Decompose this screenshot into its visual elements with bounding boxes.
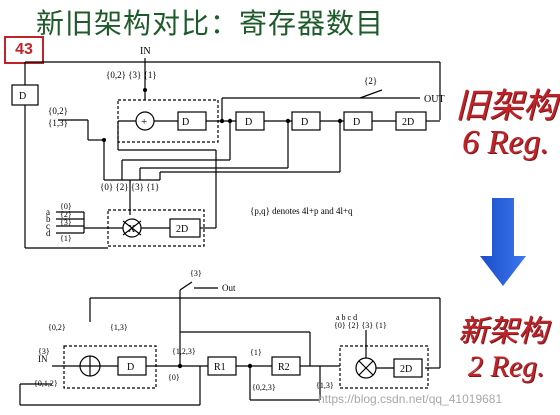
new-register-count: 2 Reg. <box>468 350 545 383</box>
old-input-c: c <box>46 221 50 231</box>
new-tag-012: {0,1,2} <box>34 379 58 388</box>
new-out-tag: {3} <box>190 269 202 278</box>
new-tag-02: {0,2} <box>48 323 66 332</box>
old-reg-left-label: D <box>19 91 26 102</box>
old-input-b: b <box>46 214 51 224</box>
old-out-label: OUT <box>424 94 445 105</box>
old-adder-symbol: + <box>141 116 147 128</box>
slide-number-badge: 43 <box>4 36 44 64</box>
old-reg-2: D <box>245 117 252 128</box>
new-abcd-tags: {0} {2} {3} {1} <box>334 321 387 330</box>
new-reg-2d: 2D <box>400 364 412 375</box>
old-in-label: IN <box>140 46 151 57</box>
old-input-d: d <box>46 228 51 238</box>
old-reg-4: D <box>353 117 360 128</box>
arrow-down-icon <box>480 198 526 286</box>
old-register-count: 6 Reg. <box>462 124 549 161</box>
new-reg-r2: R2 <box>278 362 290 373</box>
old-architecture-label: 旧架构 <box>455 88 557 125</box>
new-tag-0: {0} <box>168 373 180 382</box>
new-reg-r1: R1 <box>214 362 226 373</box>
old-input-b-tag: {2} <box>60 210 72 219</box>
new-abcd-names: a b c d <box>336 313 357 322</box>
new-out-label: Out <box>222 283 236 293</box>
old-note: {p,q} denotes 4l+p and 4l+q <box>250 206 353 216</box>
old-out-tag: {2} <box>364 76 377 86</box>
new-tag-123: {1,2,3} <box>172 347 196 356</box>
new-tag-13b: {1,3} <box>316 381 334 390</box>
old-coef-tag-02: {0,2} <box>48 106 68 116</box>
old-reg-3: D <box>301 117 308 128</box>
new-architecture-label: 新架构 <box>458 315 548 348</box>
new-tag-13: {1,3} <box>110 323 128 332</box>
watermark: https://blog.csdn.net/qq_41019681 <box>318 392 503 406</box>
old-reg-1: D <box>182 117 189 128</box>
old-input-d-tag: {1} <box>60 234 72 243</box>
old-input-c-tag: {3} <box>60 218 72 227</box>
new-reg-d: D <box>127 362 134 373</box>
old-input-a: a <box>46 207 50 217</box>
new-tag-023: {0,2,3} <box>252 383 276 392</box>
new-tag-1: {1} <box>250 348 262 357</box>
new-in-label: IN <box>38 354 48 364</box>
old-reg-2d: 2D <box>402 117 414 128</box>
old-input-a-tag: {0} <box>60 202 72 211</box>
old-coef-tag-13: {1,3} <box>48 118 68 128</box>
old-mul-reg-2d: 2D <box>176 224 188 235</box>
old-mul-symbol: X <box>128 224 136 235</box>
old-in-tap-tags: {0,2} {3} {1} <box>106 70 157 80</box>
slide-title: 新旧架构对比：寄存器数目 <box>36 7 385 40</box>
old-mid-tags: {0} {2} {3} {1} <box>100 182 159 192</box>
new-tag-3: {3} <box>38 347 50 356</box>
